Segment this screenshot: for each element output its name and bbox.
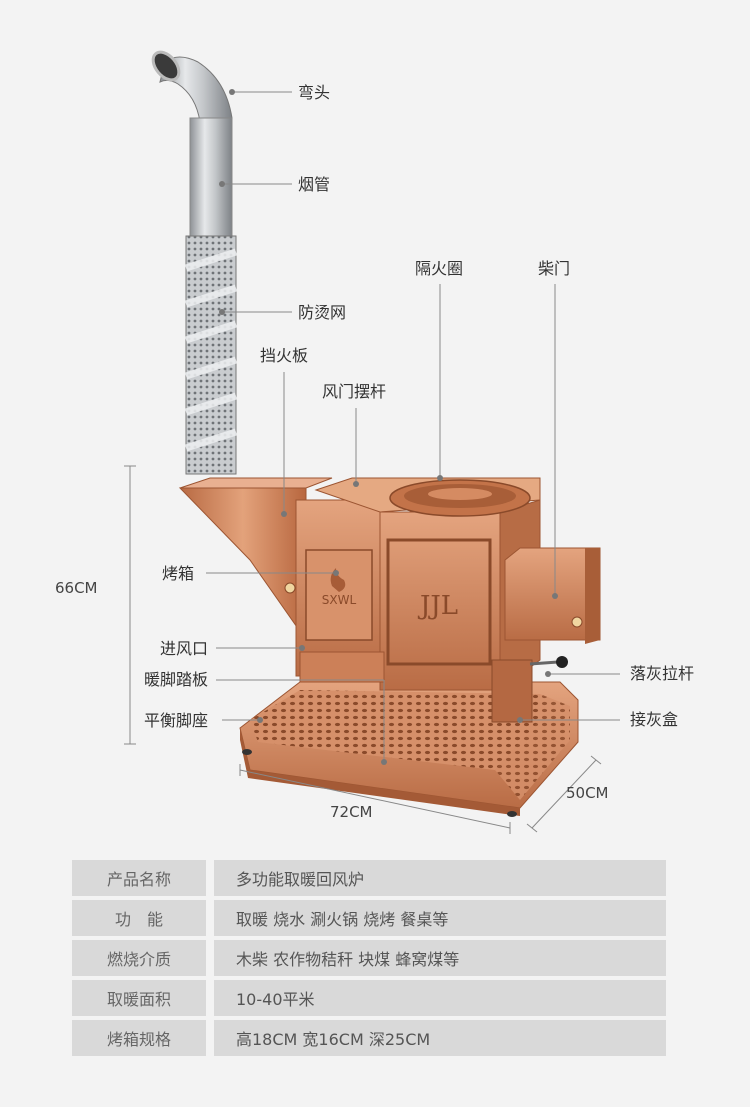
leader-dots [219,89,558,765]
spec-key: 取暖面积 [72,980,206,1016]
dimension-height: 66CM [55,579,98,597]
callout-air-inlet: 进风口 [160,639,209,658]
dimension-depth: 50CM [566,784,609,802]
wood-door-box [504,547,601,644]
callout-anti-scald-mesh: 防烫网 [298,303,347,322]
chimney-pipe [189,117,233,241]
stove-diagram: SXWL JJL [55,50,695,834]
ash-lever [529,656,568,668]
dimension-lines [124,465,602,834]
callout-chimney-pipe: 烟管 [298,175,331,194]
firebox: JJL [379,499,541,691]
spec-key: 烤箱规格 [72,1020,206,1056]
stove-illustration: SXWL JJL [124,50,620,834]
callout-ash-box: 接灰盒 [630,710,679,729]
spec-row: 燃烧介质 木柴 农作物秸秆 块煤 蜂窝煤等 [72,940,666,976]
ash-box [491,659,533,723]
callout-foot-pedal: 暖脚踏板 [144,670,209,689]
callout-baffle: 挡火板 [260,346,309,365]
spec-key: 功 能 [72,900,206,936]
foot-pedal [299,651,385,683]
callout-fire-ring: 隔火圈 [415,259,464,278]
spec-key: 燃烧介质 [72,940,206,976]
spec-table: 产品名称 多功能取暖回风炉 功 能 取暖 烧水 涮火锅 烧烤 餐桌等 燃烧介质 … [72,860,666,1060]
spec-value: 高18CM 宽16CM 深25CM [214,1020,666,1056]
spec-row: 功 能 取暖 烧水 涮火锅 烧烤 餐桌等 [72,900,666,936]
leader-lines [206,91,620,762]
spec-value: 多功能取暖回风炉 [214,860,666,896]
callout-balance-base: 平衡脚座 [144,711,209,730]
spec-row: 产品名称 多功能取暖回风炉 [72,860,666,896]
callout-ash-lever: 落灰拉杆 [630,664,695,683]
spec-row: 取暖面积 10-40平米 [72,980,666,1016]
callout-oven: 烤箱 [162,564,195,583]
spec-row: 烤箱规格 高18CM 宽16CM 深25CM [72,1020,666,1056]
callout-wood-door: 柴门 [538,259,571,278]
fire-ring-plate [389,479,531,517]
firebox-emblem: JJL [417,591,458,621]
callout-damper-lever: 风门摆杆 [322,382,387,401]
oven-box: SXWL [284,499,383,677]
callout-elbow: 弯头 [298,83,331,102]
spec-value: 木柴 农作物秸秆 块煤 蜂窝煤等 [214,940,666,976]
anti-scald-mesh [184,235,238,475]
spec-value: 10-40平米 [214,980,666,1016]
oven-door-brand: SXWL [322,593,357,607]
elbow-pipe [151,50,233,123]
spec-key: 产品名称 [72,860,206,896]
dimension-width: 72CM [330,803,373,821]
spec-value: 取暖 烧水 涮火锅 烧烤 餐桌等 [214,900,666,936]
